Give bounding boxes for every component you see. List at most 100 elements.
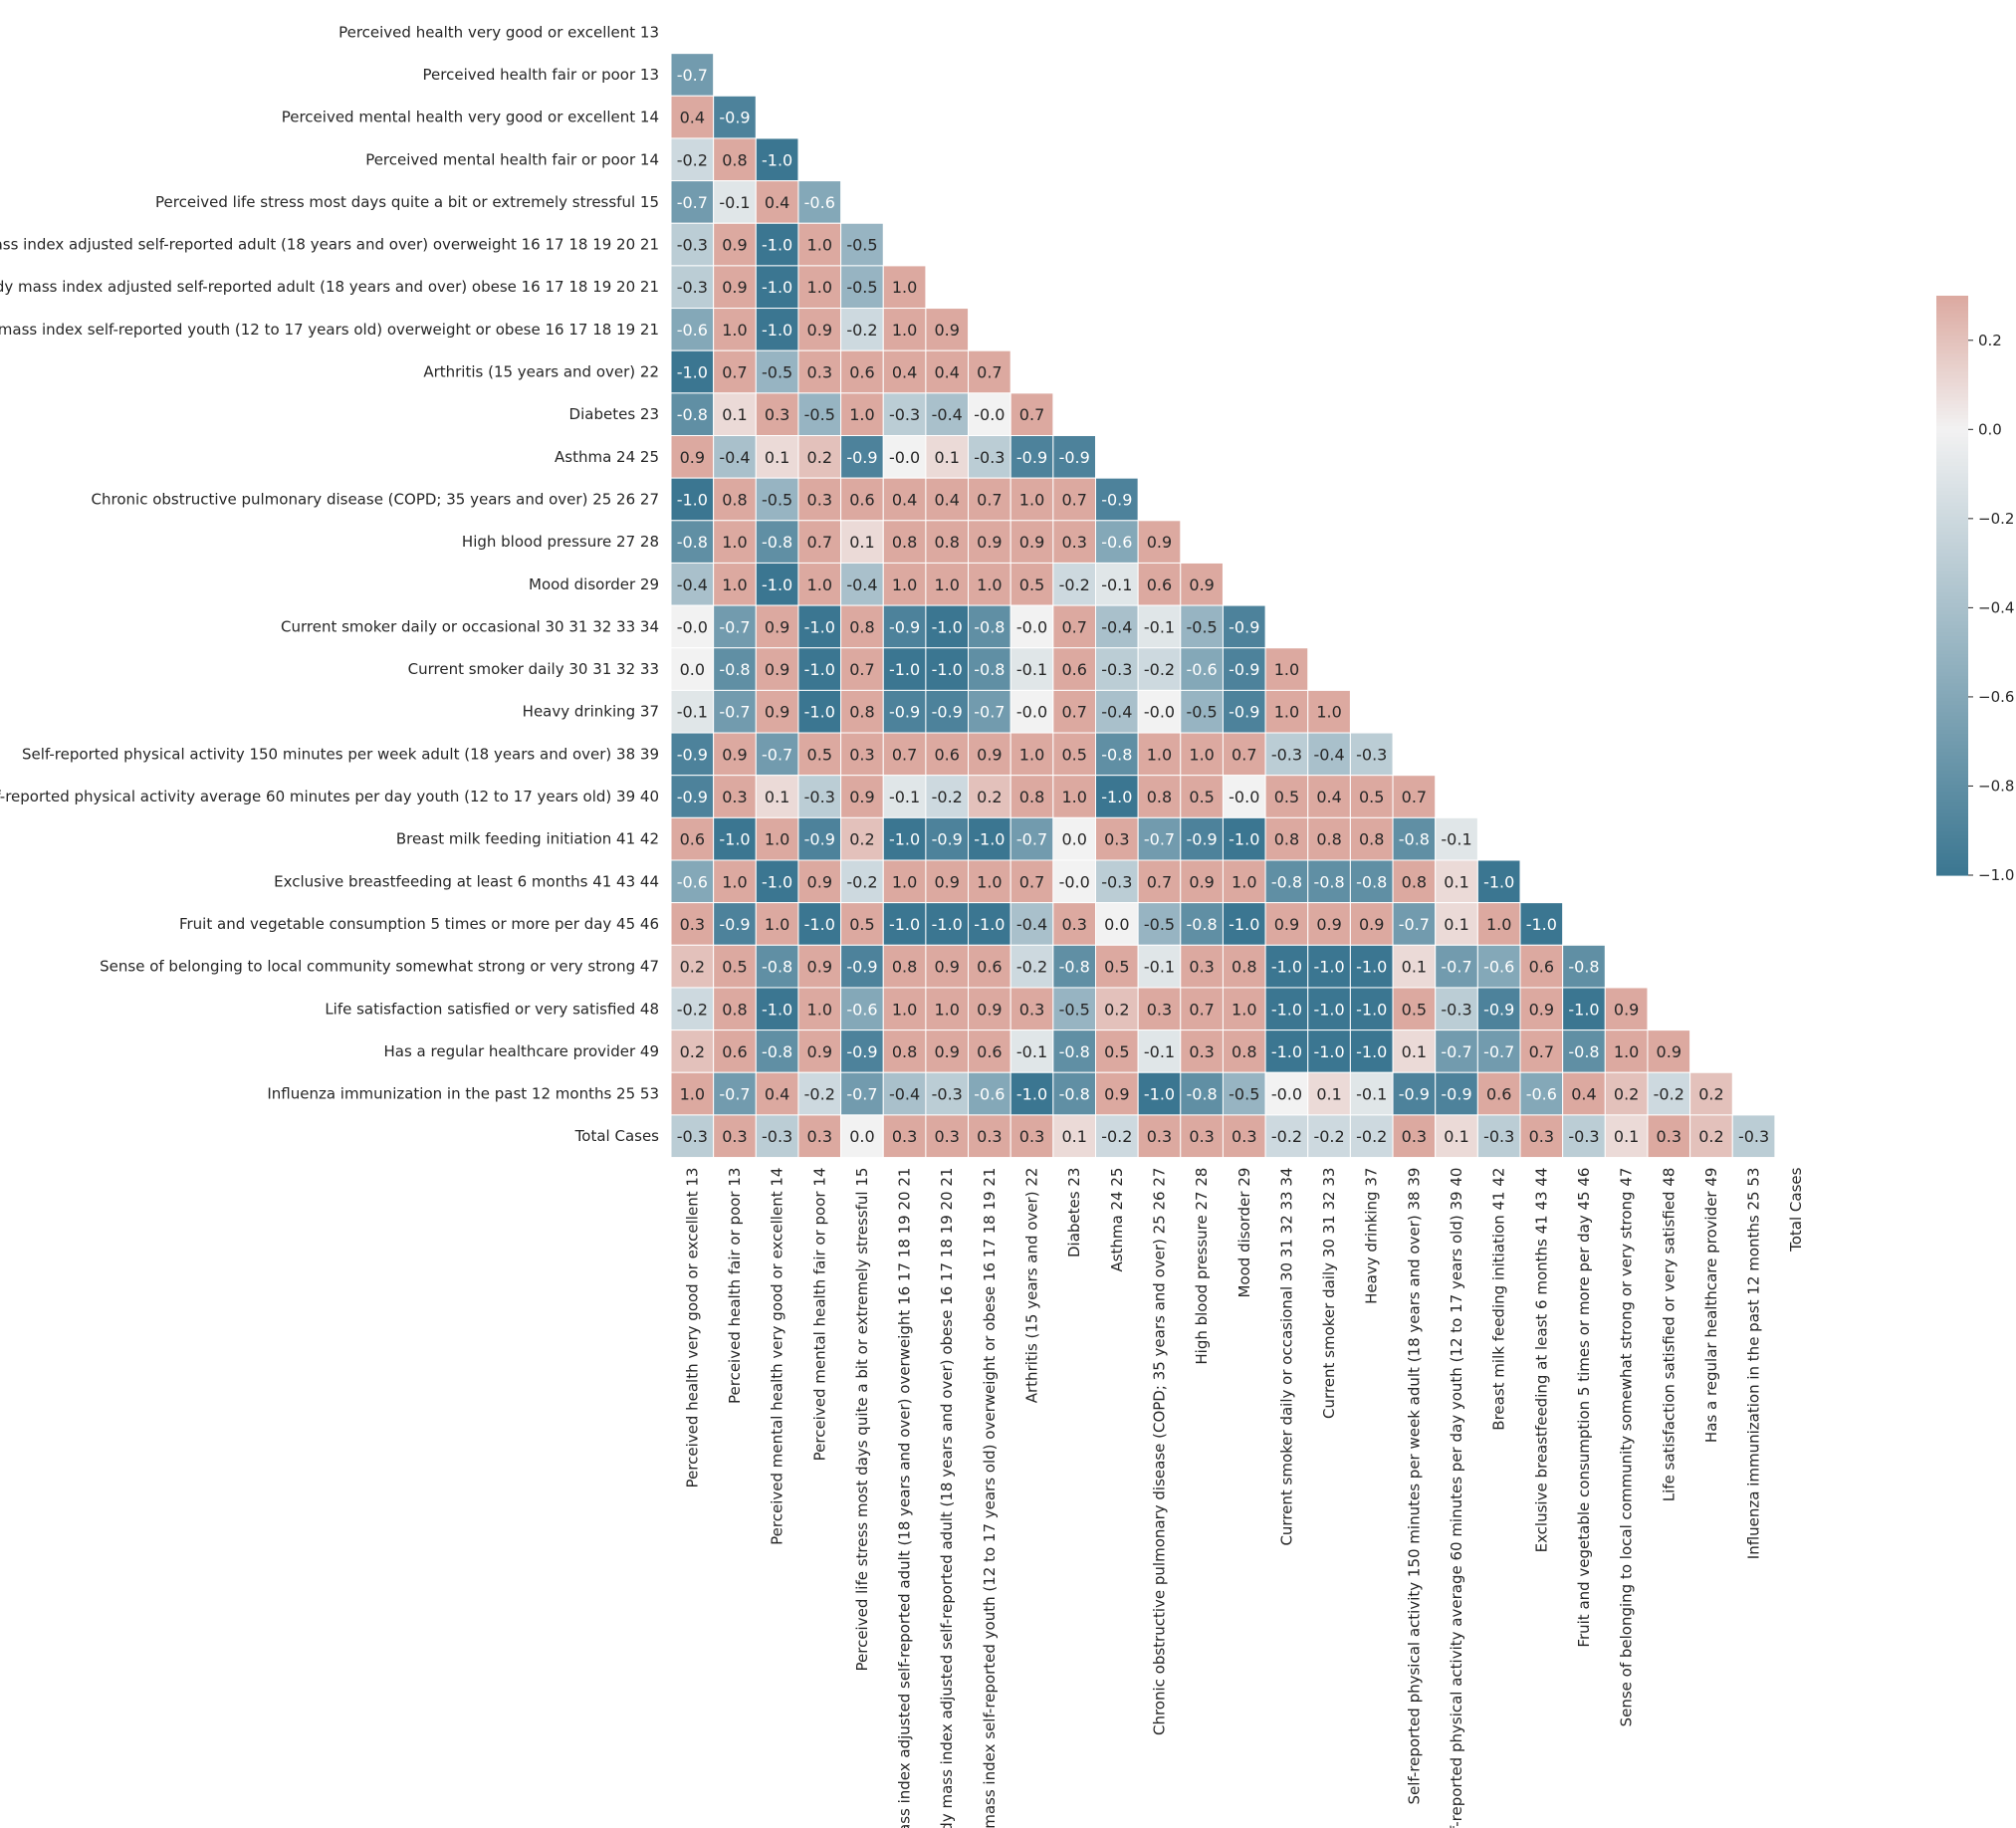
cell-value-label: 1.0: [849, 405, 874, 424]
cell-value-label: -0.6: [1526, 1085, 1557, 1104]
heatmap-cell: [1392, 1071, 1437, 1116]
cell-value-label: -1.0: [677, 363, 708, 382]
x-tick-label: Total Cases: [1787, 1167, 1805, 1253]
colorbar-segment: [1936, 827, 1968, 832]
cell-value-label: -0.9: [1016, 448, 1047, 467]
cell-value-label: 1.0: [722, 872, 747, 891]
cell-value-label: 0.7: [1061, 617, 1086, 636]
colorbar-segment: [1936, 484, 1968, 489]
cell-value-label: 0.3: [849, 745, 874, 764]
cell-value-label: 0.4: [765, 193, 789, 212]
colorbar-segment: [1936, 498, 1968, 503]
heatmap-cell: [925, 604, 970, 649]
cell-value-label: -1.0: [762, 1000, 792, 1019]
colorbar-segment: [1936, 422, 1968, 427]
cell-value-label: 0.8: [1019, 788, 1044, 806]
cell-value-label: 0.2: [849, 830, 874, 849]
colorbar-segment: [1936, 785, 1968, 790]
x-tick-label: Perceived life stress most days quite a …: [853, 1168, 871, 1672]
y-tick-label: Current smoker daily 30 31 32 33: [408, 660, 659, 678]
colorbar-segment: [1936, 650, 1968, 655]
y-tick-label: Chronic obstructive pulmonary disease (C…: [92, 490, 659, 508]
cell-value-label: 0.7: [1147, 872, 1172, 891]
heatmap-cell: [968, 944, 1011, 989]
heatmap-cell: [1307, 902, 1351, 946]
heatmap-cell: [1180, 987, 1224, 1031]
cell-value-label: -1.0: [1313, 958, 1344, 977]
cell-value-label: 0.1: [1316, 1085, 1341, 1104]
x-tick-label: Perceived mental health fair or poor 14: [810, 1168, 828, 1462]
cell-value-label: 0.9: [1147, 533, 1172, 552]
heatmap-cell: [968, 987, 1011, 1031]
heatmap-cell: [1009, 1029, 1054, 1073]
heatmap-cell: [882, 392, 927, 437]
heatmap-cell: [1647, 1029, 1691, 1073]
heatmap-cell: [1137, 1071, 1182, 1116]
colorbar-segment: [1936, 560, 1968, 565]
cell-value-label: 0.2: [977, 788, 1002, 806]
heatmap-cell: [797, 180, 842, 224]
cell-value-label: 1.0: [1274, 660, 1299, 679]
colorbar-segment: [1936, 317, 1968, 323]
cell-value-label: 0.3: [977, 1127, 1002, 1146]
heatmap-cell: [925, 689, 970, 734]
cell-value-label: 0.3: [722, 1127, 747, 1146]
heatmap-cell: [797, 689, 842, 734]
colorbar-tick-label: −0.2: [1978, 510, 2014, 528]
colorbar-segment: [1936, 349, 1968, 354]
heatmap-cell: [1604, 1071, 1649, 1116]
heatmap-cell: [1009, 520, 1054, 564]
cell-value-label: -1.0: [762, 575, 792, 594]
cell-value-label: 1.0: [1316, 703, 1341, 722]
heatmap-cell: [1009, 477, 1054, 522]
cell-value-label: -0.6: [677, 321, 708, 340]
cell-value-label: -0.9: [1229, 703, 1259, 722]
heatmap-cell: [1435, 902, 1478, 946]
heatmap-cell: [755, 732, 799, 777]
colorbar-segment: [1936, 745, 1968, 750]
x-tick-label: Mood disorder 29: [1235, 1168, 1253, 1298]
cell-value-label: 0.8: [892, 958, 917, 977]
heatmap-cell: [1222, 1114, 1266, 1159]
heatmap-cell: [1222, 732, 1266, 777]
colorbar-segment: [1936, 513, 1968, 518]
colorbar-segment: [1936, 325, 1968, 330]
colorbar-segment: [1936, 375, 1968, 380]
colorbar-segment: [1936, 367, 1968, 372]
cell-value-label: 1.0: [1232, 872, 1256, 891]
heatmap-cell: [1095, 689, 1139, 734]
colorbar-segment: [1936, 792, 1968, 797]
cell-value-label: -0.1: [719, 193, 750, 212]
cell-value-label: -0.9: [846, 958, 877, 977]
x-tick-label: Sense of belonging to local community so…: [1618, 1168, 1636, 1727]
cell-value-label: -1.0: [932, 617, 963, 636]
colorbar-segment: [1936, 393, 1968, 398]
cell-value-label: -0.3: [1271, 745, 1302, 764]
heatmap-cell: [1264, 944, 1309, 989]
cell-value-label: 0.3: [1189, 1127, 1214, 1146]
cell-value-label: 0.0: [680, 660, 705, 679]
cell-value-label: -0.5: [1187, 617, 1218, 636]
colorbar-segment: [1936, 668, 1968, 673]
cell-value-label: 0.3: [1529, 1127, 1554, 1146]
cell-value-label: 0.3: [934, 1127, 959, 1146]
cell-value-label: 0.5: [1019, 575, 1044, 594]
cell-value-label: -0.8: [1059, 1042, 1090, 1061]
cell-value-label: -0.7: [677, 193, 708, 212]
heatmap-cell: [670, 944, 715, 989]
heatmap-cell: [882, 520, 927, 564]
cell-value-label: 0.5: [807, 745, 832, 764]
colorbar-tick-label: 0.2: [1978, 332, 2002, 349]
colorbar-segment: [1936, 871, 1968, 876]
cell-value-label: -0.5: [1187, 703, 1218, 722]
cell-value-label: -0.4: [1101, 703, 1132, 722]
cell-value-label: -0.8: [762, 958, 792, 977]
heatmap-cell: [1009, 902, 1054, 946]
cell-value-label: 0.9: [934, 1042, 959, 1061]
heatmap-cell: [882, 732, 927, 777]
heatmap-cell: [1392, 902, 1437, 946]
colorbar-segment: [1936, 404, 1968, 409]
colorbar-segment: [1936, 495, 1968, 500]
cell-value-label: 1.0: [722, 321, 747, 340]
cell-value-label: 0.0: [849, 1127, 874, 1146]
